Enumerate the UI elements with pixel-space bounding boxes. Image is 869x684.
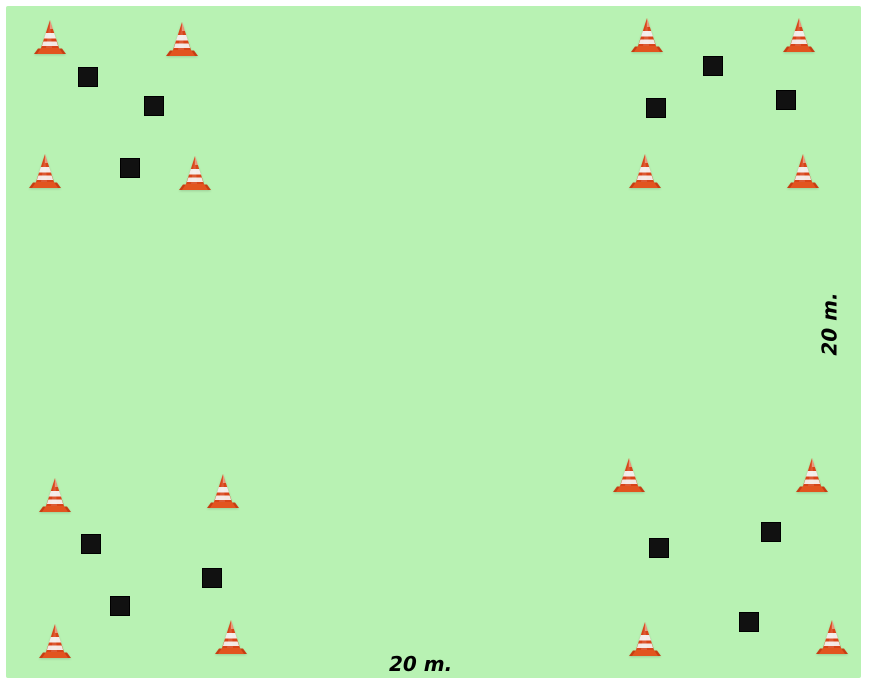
marker-bottom-right-3	[739, 612, 759, 632]
cone-top-left-4	[177, 154, 213, 196]
cone-top-left-1	[32, 18, 68, 60]
cone-top-right-4	[785, 152, 821, 194]
marker-bottom-right-2	[761, 522, 781, 542]
cone-bottom-left-4	[213, 618, 249, 660]
cone-top-right-1	[629, 16, 665, 58]
cone-top-left-2	[164, 20, 200, 62]
marker-bottom-left-3	[110, 596, 130, 616]
marker-top-left-2	[144, 96, 164, 116]
width-label: 20 m.	[389, 654, 452, 674]
marker-bottom-left-2	[202, 568, 222, 588]
cone-top-right-3	[627, 152, 663, 194]
cone-bottom-right-3	[627, 620, 663, 662]
cone-bottom-right-4	[814, 618, 850, 660]
cone-bottom-left-1	[37, 476, 73, 518]
cone-top-right-2	[781, 16, 817, 58]
cone-bottom-left-2	[205, 472, 241, 514]
grass-area	[6, 6, 861, 678]
marker-bottom-right-1	[649, 538, 669, 558]
cone-top-left-3	[27, 152, 63, 194]
height-label: 20 m.	[820, 292, 840, 355]
marker-top-left-3	[120, 158, 140, 178]
marker-top-right-2	[646, 98, 666, 118]
cone-bottom-left-3	[37, 622, 73, 664]
marker-top-left-1	[78, 67, 98, 87]
marker-top-right-1	[703, 56, 723, 76]
marker-top-right-3	[776, 90, 796, 110]
cone-bottom-right-1	[611, 456, 647, 498]
cone-bottom-right-2	[794, 456, 830, 498]
marker-bottom-left-1	[81, 534, 101, 554]
